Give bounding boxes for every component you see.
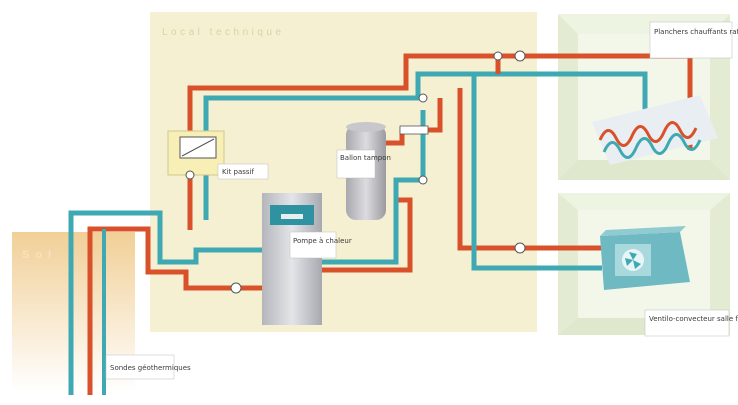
valve-icon	[418, 93, 428, 103]
planchers-label-box	[649, 21, 733, 59]
ballon-tampon: Ballon tampon	[336, 122, 391, 220]
planchers-label: Planchers chauffants rafraîchissants	[654, 28, 738, 36]
valve-icon	[418, 175, 428, 185]
valve-icon	[185, 170, 195, 180]
ballon-label: Ballon tampon	[340, 154, 391, 162]
kit-passif: Kit passif	[167, 130, 269, 180]
pompe-a-chaleur: Pompe à chaleur	[262, 193, 352, 325]
kit-passif-label: Kit passif	[222, 168, 254, 176]
valve-icon	[493, 51, 503, 61]
heat-exchanger	[399, 125, 429, 135]
ballon-label-line: Ballon tampon	[340, 154, 391, 162]
circulator-pumps	[185, 50, 526, 294]
pompe-label: Pompe à chaleur	[293, 237, 352, 245]
room-title: Local technique	[162, 27, 285, 38]
soil-label: Sol	[22, 249, 57, 261]
floor-heating-coil	[592, 95, 718, 165]
probes-label-box	[105, 354, 175, 380]
pump-icon	[514, 242, 526, 254]
pump-icon	[230, 282, 242, 294]
pump-icon	[514, 50, 526, 62]
ventilo-label-box	[644, 309, 730, 337]
fan-coil-unit	[600, 226, 690, 290]
probes-label: Sondes géothermiques	[110, 364, 191, 372]
ventilo-label: Ventilo-convecteur salle fraîcheur	[649, 315, 738, 323]
geothermal-probes	[68, 210, 175, 395]
